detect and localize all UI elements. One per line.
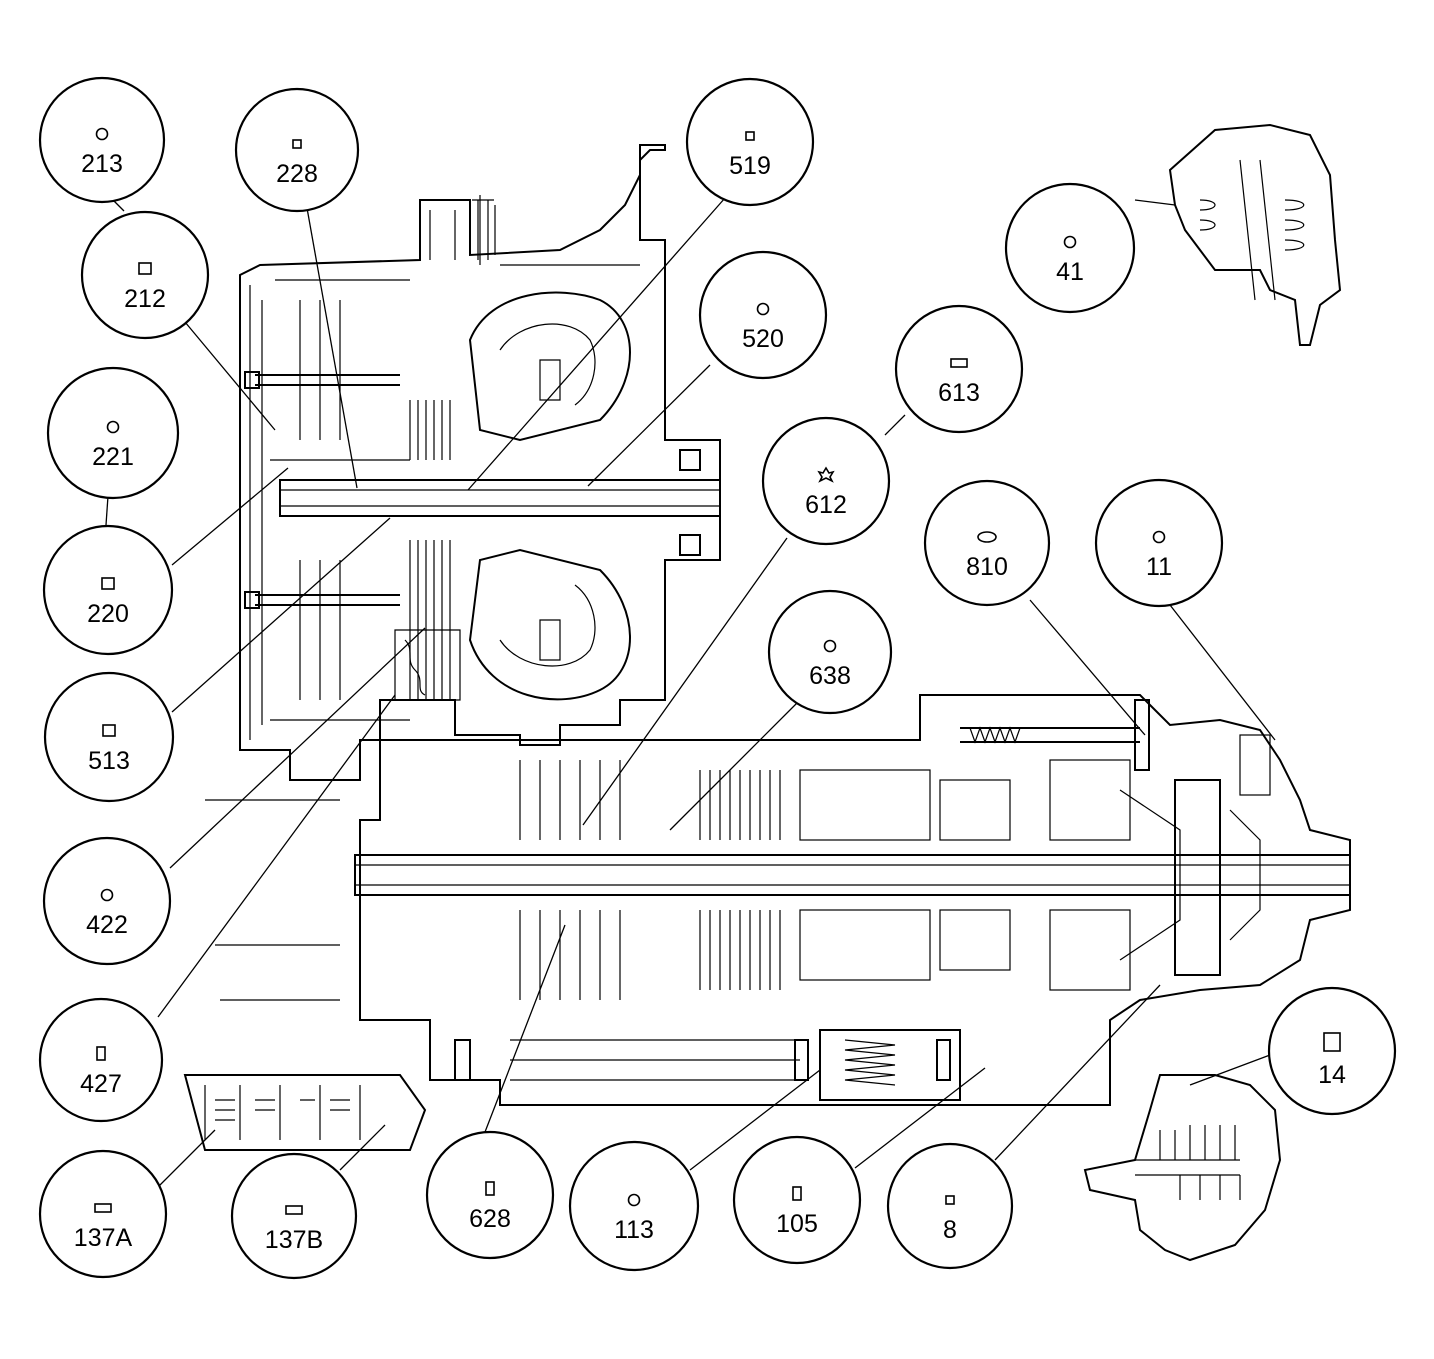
callout-symbol-icon [817,466,835,483]
callout-label: 513 [88,747,130,775]
callout-symbol-icon [94,1203,112,1213]
callout-label: 137B [265,1226,323,1254]
callout-bubble [761,416,891,546]
callout-8: 8 [886,1142,1014,1270]
callout-symbol-icon [823,639,837,653]
callout-label: 8 [943,1216,957,1244]
callout-137b: 137B [230,1152,358,1280]
callout-bubble [234,87,360,213]
callout-symbol-icon [485,1181,495,1196]
callout-label: 612 [805,491,847,519]
callout-221: 221 [46,366,180,500]
callout-628: 628 [425,1130,555,1260]
callout-bubble [230,1152,358,1280]
callout-symbol-icon [945,1195,955,1205]
callout-label: 212 [124,285,166,313]
callout-label: 638 [809,662,851,690]
callout-105: 105 [732,1135,862,1265]
callout-symbol-icon [102,724,116,737]
callout-label: 213 [81,150,123,178]
callout-213: 213 [38,76,166,204]
callout-427: 427 [38,997,164,1123]
callout-label: 422 [86,911,128,939]
callout-label: 628 [469,1205,511,1233]
callout-bubble [80,210,210,340]
callout-label: 113 [614,1216,654,1244]
callout-41: 41 [1004,182,1136,314]
callout-11: 11 [1094,478,1224,608]
callout-label: 41 [1056,258,1084,286]
callout-symbol-icon [96,1046,106,1061]
callout-bubble [886,1142,1014,1270]
callout-label: 11 [1146,553,1172,581]
callout-symbol-icon [1152,530,1166,544]
callout-symbol-icon [756,302,770,316]
callout-212: 212 [80,210,210,340]
callout-label: 519 [729,152,771,180]
callout-513: 513 [43,671,175,803]
callout-symbol-icon [950,358,968,368]
callout-519: 519 [685,77,815,207]
callout-label: 105 [776,1210,818,1238]
callout-bubble [38,1149,168,1279]
callout-label: 427 [80,1070,122,1098]
callout-220: 220 [42,524,174,656]
callout-symbol-icon [292,139,302,149]
callout-symbol-icon [977,531,997,543]
callout-label: 14 [1318,1061,1346,1089]
callout-label: 221 [92,443,134,471]
callout-label: 613 [938,379,980,407]
leader-lines [105,197,1276,1196]
callout-bubble [894,304,1024,434]
callout-113: 113 [568,1140,700,1272]
callout-symbol-icon [792,1186,802,1201]
callout-422: 422 [42,836,172,966]
callout-symbol-icon [106,420,120,434]
callout-520: 520 [698,250,828,380]
callout-613: 613 [894,304,1024,434]
callout-14: 14 [1267,986,1397,1116]
callout-symbol-icon [138,262,152,275]
callout-bubble [685,77,815,207]
callout-symbol-icon [745,131,755,141]
callout-symbol-icon [101,577,115,590]
callout-symbol-icon [1323,1032,1341,1052]
callout-228: 228 [234,87,360,213]
callout-symbol-icon [627,1193,641,1207]
callout-bubbles: 213 212 228 519 520 41 613 221 612 220 810 11 638 513… [38,76,1397,1280]
callout-137a: 137A [38,1149,168,1279]
callout-label: 228 [276,160,318,188]
callout-bubble [42,524,174,656]
callout-label: 137A [74,1224,133,1252]
callout-810: 810 [923,479,1051,607]
callout-symbol-icon [100,888,114,902]
callout-638: 638 [767,589,893,715]
callout-label: 220 [87,600,129,628]
callout-label: 810 [966,553,1008,581]
callout-bubble [43,671,175,803]
callout-symbol-icon [1063,235,1077,249]
callout-symbol-icon [285,1205,303,1215]
callout-label: 520 [742,325,784,353]
callout-bubble [923,479,1051,607]
callout-symbol-icon [95,127,109,141]
callout-612: 612 [761,416,891,546]
